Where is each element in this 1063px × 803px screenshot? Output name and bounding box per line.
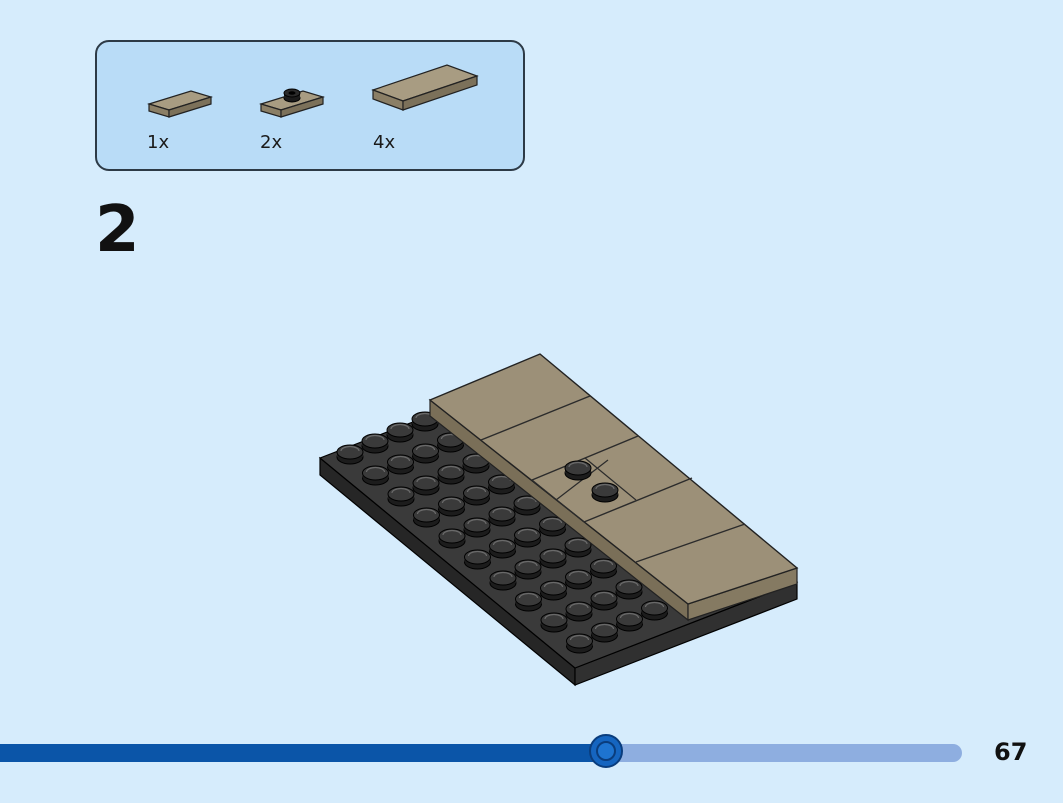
tile-1x2-part — [147, 87, 215, 123]
baseplate-stud — [514, 591, 543, 612]
tile-1x2-qty: 1x — [147, 132, 170, 153]
baseplate-stud — [438, 528, 466, 549]
progress-knob — [589, 734, 623, 768]
baseplate-stud — [565, 633, 594, 654]
baseplate-stud — [564, 569, 593, 590]
baseplate-stud — [488, 538, 517, 559]
baseplate-stud — [361, 433, 389, 454]
baseplate-stud — [336, 444, 364, 465]
baseplate-stud — [590, 590, 618, 611]
baseplate-stud — [463, 517, 491, 538]
parts-list-callout: 1x 2x 4x — [95, 40, 525, 171]
jumper-plate-1x2-part — [259, 84, 327, 124]
tile-2x4-qty: 4x — [373, 132, 396, 153]
tile-2x4-part — [371, 62, 481, 118]
baseplate-stud — [462, 485, 491, 506]
progress-fill — [0, 744, 606, 762]
baseplate-stud — [387, 486, 415, 507]
baseplate-stud — [615, 579, 643, 600]
page-number: 67 — [994, 738, 1028, 766]
baseplate-stud — [513, 527, 542, 548]
baseplate-stud — [488, 506, 516, 527]
baseplate-stud — [540, 612, 568, 633]
baseplate-stud — [463, 549, 492, 570]
baseplate-stud — [539, 548, 567, 569]
build-illustration — [300, 340, 820, 704]
progress-bar — [0, 734, 962, 768]
baseplate-stud — [437, 464, 465, 485]
baseplate-stud — [489, 570, 517, 591]
jumper-plate-1x2-qty: 2x — [260, 132, 283, 153]
baseplate-stud — [565, 601, 593, 622]
baseplate-stud — [361, 465, 390, 486]
baseplate-stud — [589, 558, 618, 579]
baseplate-stud — [539, 580, 568, 601]
baseplate-stud — [386, 422, 414, 443]
baseplate-stud — [411, 443, 440, 464]
baseplate-stud — [640, 600, 669, 621]
baseplate-stud — [514, 559, 542, 580]
baseplate-stud — [590, 622, 619, 643]
step-number: 2 — [95, 193, 140, 267]
baseplate-stud — [412, 475, 440, 496]
baseplate-stud — [437, 496, 466, 517]
baseplate-stud — [412, 507, 441, 528]
baseplate-stud — [386, 454, 415, 475]
baseplate-stud — [615, 611, 644, 632]
